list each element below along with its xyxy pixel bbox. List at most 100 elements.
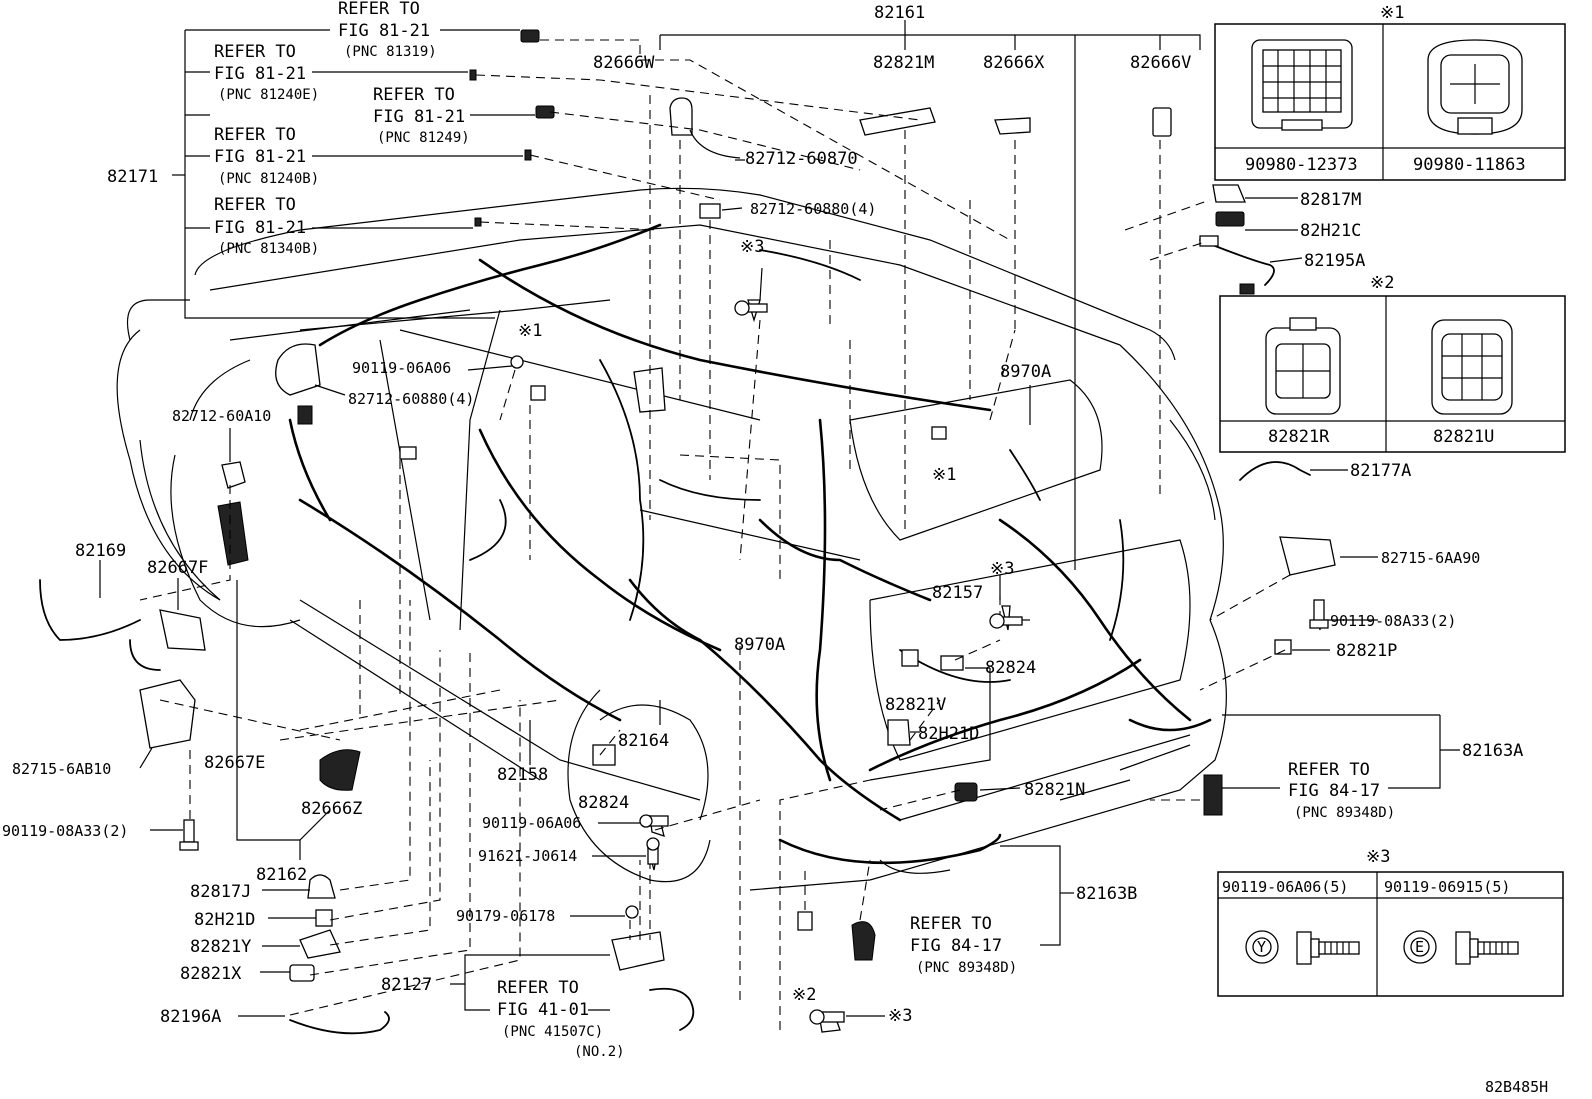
inset-3-left-pn: 90119-06A06(5) <box>1222 878 1348 896</box>
svg-text:FIG 81-21: FIG 81-21 <box>214 147 306 167</box>
callout-82667F: 82667F <box>147 558 208 578</box>
callout-82817J: 82817J <box>190 882 251 902</box>
callout-90119-06A06-mid: 90119-06A06 <box>482 814 581 832</box>
inset-2-left-pn: 82821R <box>1268 427 1330 447</box>
fasteners <box>179 300 1329 1025</box>
figure-code: 82B485H <box>1485 1078 1548 1096</box>
inset-1-left-pn: 90980-12373 <box>1245 155 1358 175</box>
svg-text:(PNC 81340B): (PNC 81340B) <box>218 241 319 257</box>
solid-leaders <box>99 20 1460 1017</box>
svg-text:REFER TO: REFER TO <box>338 0 420 19</box>
inset-3-mark: ※3 <box>1366 847 1390 867</box>
small-parts <box>139 29 1336 1033</box>
note-marks: ※1 ※1 ※3 ※3 ※2 ※3 <box>518 237 1014 1026</box>
dashed-leaders <box>139 34 1291 1030</box>
callout-82158: 82158 <box>497 765 548 785</box>
callout-82161: 82161 <box>874 3 925 23</box>
callout-82666W: 82666W <box>593 53 655 73</box>
callout-82127: 82127 <box>381 975 432 995</box>
note-mark-3a: ※3 <box>740 237 764 257</box>
callout-82666Z: 82666Z <box>301 799 362 819</box>
refer-blocks: REFER TO FIG 81-21 (PNC 81319) REFER TO … <box>214 0 1395 1060</box>
refer-block-81340B: REFER TO FIG 81-21 (PNC 81340B) <box>214 195 319 257</box>
svg-text:REFER TO: REFER TO <box>214 195 296 215</box>
svg-text:REFER TO: REFER TO <box>214 42 296 62</box>
svg-text:FIG 41-01: FIG 41-01 <box>497 1000 589 1020</box>
inset-1-connectors: ※1 90980-12373 90980-11863 <box>1214 3 1566 181</box>
note-mark-1b: ※1 <box>932 465 956 485</box>
callout-82712-60880-mid: 82712-60880(4) <box>348 390 474 408</box>
refer-block-81240B: REFER TO FIG 81-21 (PNC 81240B) <box>214 125 319 187</box>
inset-2-mark: ※2 <box>1370 273 1394 293</box>
svg-text:(PNC 81249): (PNC 81249) <box>377 130 470 146</box>
callout-82H21D-mid: 82H21D <box>918 724 979 744</box>
callout-90119-08A33-left: 90119-08A33(2) <box>2 822 128 840</box>
note-mark-2: ※2 <box>792 985 816 1005</box>
svg-text:FIG 81-21: FIG 81-21 <box>338 21 430 41</box>
callout-82163A: 82163A <box>1462 741 1523 761</box>
callout-82666V: 82666V <box>1130 53 1191 73</box>
callout-82821P: 82821P <box>1336 641 1397 661</box>
callout-82171: 82171 <box>107 167 158 187</box>
refer-block-81240E: REFER TO FIG 81-21 (PNC 81240E) <box>214 42 319 103</box>
callout-82712-60A10: 82712-60A10 <box>172 407 271 425</box>
svg-text:REFER TO: REFER TO <box>910 914 992 934</box>
callout-91621-J0614: 91621-J0614 <box>478 847 577 865</box>
svg-text:(PNC 41507C): (PNC 41507C) <box>502 1024 603 1040</box>
connector-82821R-icon <box>1265 317 1341 415</box>
svg-text:FIG 81-21: FIG 81-21 <box>373 107 465 127</box>
inset-1-right-pn: 90980-11863 <box>1413 155 1526 175</box>
callout-82177A: 82177A <box>1350 461 1411 481</box>
callout-82195A: 82195A <box>1304 251 1365 271</box>
callout-82817M: 82817M <box>1300 190 1361 210</box>
svg-text:FIG 84-17: FIG 84-17 <box>1288 781 1380 801</box>
svg-text:(PNC 81240B): (PNC 81240B) <box>218 171 319 187</box>
refer-block-89348D-lower: REFER TO FIG 84-17 (PNC 89348D) <box>910 914 1017 976</box>
callout-8970A-right: 8970A <box>1000 362 1051 382</box>
connector-11863-icon <box>1427 39 1523 135</box>
refer-block-41507C: REFER TO FIG 41-01 (PNC 41507C) (NO.2) <box>497 978 625 1060</box>
svg-text:REFER TO: REFER TO <box>1288 760 1370 780</box>
callout-90179-06178: 90179-06178 <box>456 907 555 925</box>
callout-82169: 82169 <box>75 541 126 561</box>
callout-82824-right: 82824 <box>985 658 1036 678</box>
bolt-y-icon: Y <box>1245 930 1360 965</box>
vehicle-body-outline <box>116 187 1227 891</box>
callout-82H21C: 82H21C <box>1300 221 1361 241</box>
inset-3-right-pn: 90119-06915(5) <box>1384 878 1510 896</box>
inset-2-connectors: ※2 82821R 82821U <box>1219 273 1566 453</box>
callout-82821N: 82821N <box>1024 780 1085 800</box>
svg-text:(PNC 81240E): (PNC 81240E) <box>218 87 319 103</box>
callout-82667E: 82667E <box>204 753 265 773</box>
callout-82712-60870: 82712-60870 <box>745 149 858 169</box>
note-mark-3b: ※3 <box>990 559 1014 579</box>
inset-3-bolts: ※3 90119-06A06(5) 90119-06915(5) Y E <box>1217 847 1564 997</box>
callout-82821X: 82821X <box>180 964 242 984</box>
connector-82821U-icon <box>1431 319 1513 415</box>
refer-block-89348D-upper: REFER TO FIG 84-17 (PNC 89348D) <box>1288 760 1395 821</box>
bolt-e-icon: E <box>1403 930 1519 965</box>
callout-90119-06A06-top: 90119-06A06 <box>352 359 451 377</box>
callout-82157: 82157 <box>932 583 983 603</box>
svg-text:(PNC 89348D): (PNC 89348D) <box>916 960 1017 976</box>
callout-82196A: 82196A <box>160 1007 221 1027</box>
svg-text:REFER TO: REFER TO <box>373 85 455 105</box>
callout-82164: 82164 <box>618 731 669 751</box>
mirror-part <box>275 343 321 396</box>
callout-labels: 82161 82666W 82821M 82666X 82666V 82171 … <box>2 3 1523 1027</box>
svg-text:FIG 84-17: FIG 84-17 <box>910 936 1002 956</box>
callout-82H21D-left: 82H21D <box>194 910 255 930</box>
note-mark-3c: ※3 <box>888 1006 912 1026</box>
callout-82715-6AA90: 82715-6AA90 <box>1381 549 1480 567</box>
bolt-y-head-mark: Y <box>1257 938 1266 956</box>
refer-block-81249: REFER TO FIG 81-21 (PNC 81249) <box>373 85 470 146</box>
svg-text:(PNC 89348D): (PNC 89348D) <box>1294 805 1395 821</box>
svg-text:(PNC 81319): (PNC 81319) <box>344 44 437 60</box>
callout-82162: 82162 <box>256 865 307 885</box>
callout-82821Y: 82821Y <box>190 937 251 957</box>
connector-12373-icon <box>1251 39 1353 131</box>
inset-2-right-pn: 82821U <box>1433 427 1494 447</box>
note-mark-1a: ※1 <box>518 321 542 341</box>
callout-90119-08A33-right: 90119-08A33(2) <box>1330 612 1456 630</box>
